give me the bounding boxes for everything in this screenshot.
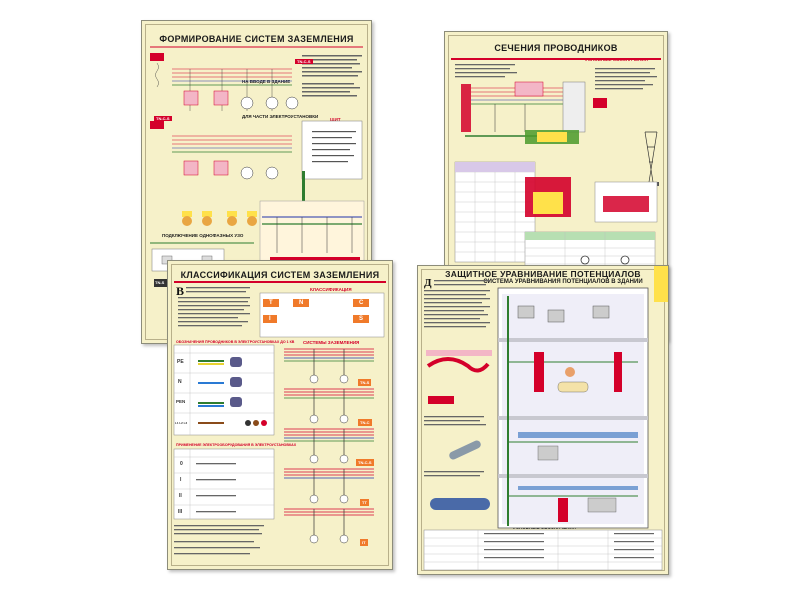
poster-frame — [421, 269, 665, 571]
poster-title: ФОРМИРОВАНИЕ СИСТЕМ ЗАЗЕМЛЕНИЯ — [159, 34, 354, 44]
conductor-label: L1 L2 L3 — [175, 421, 188, 425]
section-title: ДЛЯ ЧАСТИ ЭЛЕКТРОУСТАНОВКИ — [242, 114, 319, 119]
section-title: СИСТЕМЫ ЗАЗЕМЛЕНИЯ — [303, 340, 360, 345]
equipment-class: III — [178, 509, 183, 515]
system-badge: TN-C — [358, 419, 372, 426]
poster-grounding-classification: КЛАССИФИКАЦИЯ СИСТЕМ ЗАЗЕМЛЕНИЯ КЛАССИФИ… — [167, 260, 393, 570]
poster-title: СЕЧЕНИЯ ПРОВОДНИКОВ — [494, 43, 618, 53]
conductor-label: PEN — [176, 399, 186, 404]
section-title: ЩИТ — [330, 117, 341, 122]
equalization-diagram: Д — [423, 266, 668, 571]
poster-subtitle: СИСТЕМА УРАВНИВАНИЯ ПОТЕНЦИАЛОВ В ЗДАНИИ — [483, 279, 643, 285]
section-title: КЛАССИФИКАЦИЯ — [310, 287, 352, 292]
system-badge: TN-S — [155, 280, 165, 285]
system-badge: TT — [360, 499, 369, 506]
section-title: ПОДКЛЮЧЕНИЕ ОДНОФАЗНЫХ УЗО — [162, 233, 244, 238]
system-badge: TN-S — [358, 379, 372, 386]
wiring-diagram — [150, 46, 365, 287]
poster-potential-equalization: ЗАЩИТНОЕ УРАВНИВАНИЕ ПОТЕНЦИАЛОВ СИСТЕМА… — [417, 265, 669, 575]
svg-text:Д: Д — [424, 277, 432, 289]
conductor-label: PE — [177, 359, 184, 365]
classification-letter: I — [263, 315, 277, 323]
system-badge: IT — [360, 539, 368, 546]
section-title: ПРИМЕНЕНИЕ ЭЛЕКТРООБОРУДОВАНИЯ В ЭЛЕКТРО… — [176, 443, 297, 447]
equipment-class: I — [180, 477, 182, 483]
system-badge: TN-C-S — [356, 459, 374, 466]
conductor-label: N — [178, 379, 182, 385]
classification-letter: N — [293, 299, 310, 307]
section-title: ОБОЗНАЧЕНИЯ ПРОВОДНИКОВ В ЭЛЕКТРОУСТАНОВ… — [176, 340, 295, 344]
equipment-class: II — [179, 493, 182, 499]
poster-title: КЛАССИФИКАЦИЯ СИСТЕМ ЗАЗЕМЛЕНИЯ — [180, 270, 380, 280]
poster-frame — [171, 264, 389, 566]
classification-letter: C — [353, 299, 370, 307]
system-badge: TN-C-S — [154, 116, 172, 121]
section-title: НА ВВОДЕ В ЗДАНИЕ — [242, 79, 291, 84]
classification-letter: T — [263, 299, 279, 307]
system-badge: TN-C-S — [295, 59, 313, 64]
svg-text:В: В — [176, 284, 184, 298]
classification-diagram: В — [173, 281, 386, 555]
equipment-class: 0 — [180, 461, 183, 467]
poster-title: ЗАЩИТНОЕ УРАВНИВАНИЕ ПОТЕНЦИАЛОВ — [445, 269, 641, 279]
classification-letter: S — [353, 315, 370, 323]
